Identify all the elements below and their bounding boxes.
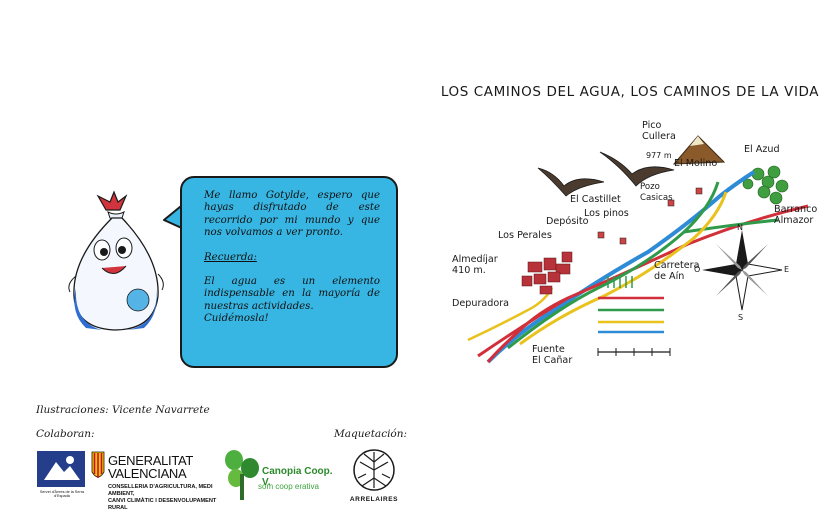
label-depuradora: Depuradora (452, 298, 510, 309)
bubble-text-recuerda: Recuerda: (204, 251, 257, 263)
label-fuente-canar: Fuente El Cañar (532, 344, 573, 366)
map-drawing (467, 135, 809, 364)
label-el-molino: El Molino (674, 158, 718, 169)
label-pico-cullera: Pico Cullera (642, 120, 676, 142)
map-title: LOS CAMINOS DEL AGUA, LOS CAMINOS DE LA … (440, 84, 820, 100)
logo-servei-espada: Servei d'Àrees de la Serra d'Espadà (36, 450, 86, 500)
label-pozo-casicas: Pozo Casicas (640, 182, 673, 203)
label-almedijar: Almedíjar 410 m. (452, 254, 498, 276)
compass-west: O (694, 265, 701, 274)
mascot-water-drop (68, 190, 164, 331)
logo-generalitat: GENERALITAT VALENCIANA CONSELLERIA D'AGR… (90, 448, 220, 511)
canopia-tree-icon (225, 450, 259, 500)
credit-maquetacion: Maquetación: (334, 428, 408, 440)
label-pico-altitude: 977 m (646, 151, 672, 160)
logo-arrelaires: ARRELAIRES (344, 448, 404, 508)
credit-illustrations: Ilustraciones: Vicente Navarrete (36, 404, 210, 416)
generalitat-name: GENERALITAT VALENCIANA (108, 453, 194, 481)
compass-east: E (784, 265, 790, 274)
label-el-castillet: El Castillet (570, 194, 621, 205)
compass-rose-icon (702, 230, 783, 311)
label-los-perales: Los Perales (498, 230, 552, 241)
logo-canopia: Canopia Coop. V. som coop erativa (222, 446, 342, 506)
label-el-azud: El Azud (744, 144, 780, 155)
servei-emblem-icon (37, 451, 85, 487)
canopia-tagline: som coop erativa (258, 482, 319, 491)
compass-south: S (738, 313, 744, 322)
arrelaires-name: ARRELAIRES (349, 496, 399, 503)
speech-bubble: Me llamo Gotylde, espero que hayas disfr… (180, 176, 398, 368)
bubble-text-agua: El agua es un elemento indispensable en … (204, 276, 380, 312)
generalitat-conselleria: CONSELLERIA D'AGRICULTURA, MEDI AMBIENT,… (108, 484, 217, 511)
route-map: Pico Cullera 977 m El Molino El Azud Poz… (448, 112, 834, 380)
compass-north: N (737, 223, 743, 232)
credit-colaboran: Colaboran: (36, 428, 95, 440)
bubble-text-cuidemosla: Cuidémosla! (204, 313, 269, 325)
bubble-text-intro: Me llamo Gotylde, espero que hayas disfr… (204, 190, 380, 239)
label-barranco-almazor: Barranco Almazor (774, 204, 818, 226)
label-los-pinos: Los pinos (584, 208, 629, 219)
generalitat-shield-icon (91, 451, 105, 478)
servei-caption: Servei d'Àrees de la Serra d'Espadà (39, 490, 85, 498)
label-carretera-ain: Carretera de Aín (654, 260, 700, 282)
canopia-name: Canopia Coop. V. (262, 466, 333, 488)
label-deposito: Depósito (546, 216, 589, 227)
arrelaires-roots-icon (353, 449, 395, 491)
